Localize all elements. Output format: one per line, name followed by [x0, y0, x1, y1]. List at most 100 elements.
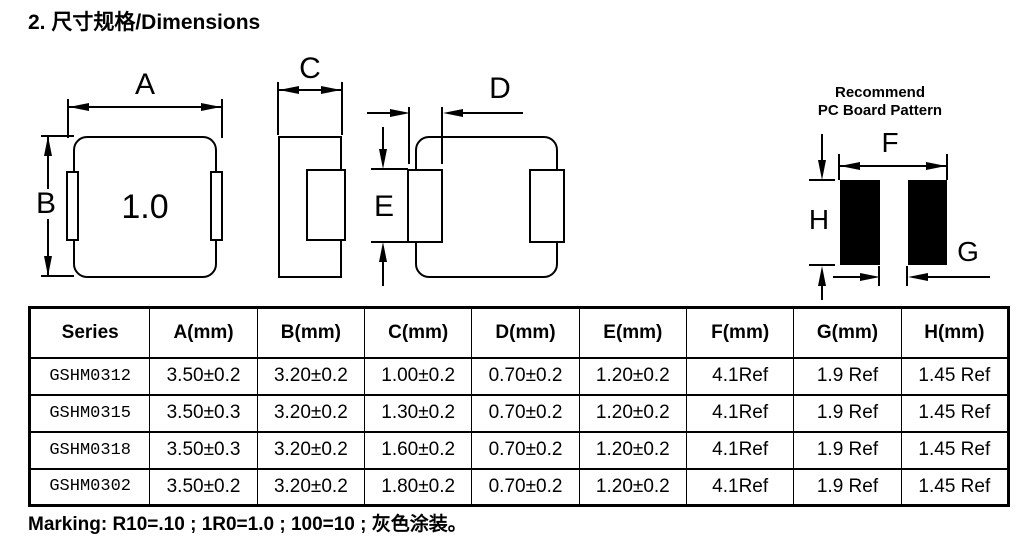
value-cell: 1.00±0.2: [364, 356, 473, 396]
col-header-e: E(mm): [578, 306, 688, 359]
dim-arrow: [44, 136, 52, 156]
dimensions-table: Series A(mm) B(mm) C(mm) D(mm) E(mm) F(m…: [28, 306, 1010, 507]
dim-ext-line: [341, 82, 343, 135]
table-row: GSHM0318 3.50±0.3 3.20±0.2 1.60±0.2 0.70…: [28, 430, 1010, 470]
dim-arrow: [443, 109, 463, 117]
marking-note: Marking: R10=.10 ; 1R0=1.0 ; 100=10 ; 灰色…: [28, 514, 467, 535]
dim-ext-line: [408, 107, 410, 164]
value-cell: 1.9 Ref: [793, 393, 902, 433]
value-cell: 4.1Ref: [685, 467, 795, 507]
col-header-f: F(mm): [685, 306, 795, 359]
dim-line: [463, 112, 523, 114]
series-cell: GSHM0318: [28, 430, 151, 470]
value-cell: 1.80±0.2: [364, 467, 473, 507]
terminal-side-view: [306, 169, 346, 241]
value-cell: 3.50±0.2: [149, 467, 258, 507]
dim-line: [382, 262, 384, 286]
col-header-d: D(mm): [471, 306, 580, 359]
dim-line: [821, 286, 823, 300]
value-cell: 1.45 Ref: [900, 356, 1010, 396]
dim-arrow: [379, 242, 387, 262]
dim-arrow: [44, 256, 52, 276]
dim-arrow: [818, 266, 826, 286]
solder-pad-left: [840, 180, 880, 265]
value-cell: 0.70±0.2: [471, 430, 580, 470]
value-cell: 0.70±0.2: [471, 356, 580, 396]
dim-line: [279, 89, 341, 91]
series-cell: GSHM0302: [28, 467, 151, 507]
dim-a-label: A: [134, 68, 155, 101]
dim-ext-line: [41, 275, 74, 277]
value-cell: 3.50±0.2: [149, 356, 258, 396]
dim-arrow: [279, 86, 299, 94]
dim-line: [69, 106, 221, 108]
dim-line: [382, 127, 384, 151]
value-cell: 4.1Ref: [685, 393, 795, 433]
dim-ext-line: [838, 154, 840, 180]
dim-g-label: G: [957, 236, 979, 267]
dim-tick: [371, 241, 408, 243]
value-cell: 1.20±0.2: [578, 356, 688, 396]
terminal-pad-left: [407, 169, 443, 243]
value-cell: 3.50±0.3: [149, 430, 258, 470]
dim-line: [840, 165, 946, 167]
value-cell: 4.1Ref: [685, 356, 795, 396]
value-cell: 1.60±0.2: [364, 430, 473, 470]
dim-tick: [371, 168, 408, 170]
dim-ext-line: [67, 99, 69, 138]
dim-f-label: F: [881, 127, 899, 158]
dim-d-label: D: [489, 72, 511, 105]
col-header-a: A(mm): [149, 306, 258, 359]
value-cell: 1.45 Ref: [900, 393, 1010, 433]
dim-arrow: [379, 149, 387, 169]
dim-arrow: [840, 162, 860, 170]
section-title: 2. 尺寸规格/Dimensions: [28, 11, 261, 34]
col-header-g: G(mm): [793, 306, 902, 359]
value-cell: 1.45 Ref: [900, 467, 1010, 507]
terminal-tab-left: [66, 171, 79, 241]
series-cell: GSHM0315: [28, 393, 151, 433]
value-cell: 1.9 Ref: [793, 430, 902, 470]
value-cell: 4.1Ref: [685, 430, 795, 470]
col-header-h: H(mm): [900, 306, 1010, 359]
col-header-c: C(mm): [364, 306, 473, 359]
pcb-title-line1: Recommend: [834, 84, 926, 101]
value-cell: 3.50±0.3: [149, 393, 258, 433]
dim-ext-line: [946, 154, 948, 180]
value-cell: 1.9 Ref: [793, 356, 902, 396]
value-cell: 3.20±0.2: [256, 356, 366, 396]
dim-b-label: B: [31, 189, 61, 219]
series-cell: GSHM0312: [28, 356, 151, 396]
dim-line: [833, 276, 861, 278]
dim-arrow: [390, 109, 410, 117]
col-header-series: Series: [28, 306, 151, 359]
dim-arrow: [926, 162, 946, 170]
dim-ext-line: [906, 266, 908, 286]
pcb-title-line2: PC Board Pattern: [817, 102, 943, 119]
value-cell: 3.20±0.2: [256, 393, 366, 433]
part-marking-text: 1.0: [121, 187, 169, 226]
pcb-pattern-title: Recommend PC Board Pattern: [778, 84, 982, 120]
dim-ext-line: [221, 99, 223, 138]
table-header-row: Series A(mm) B(mm) C(mm) D(mm) E(mm) F(m…: [28, 306, 1010, 359]
dim-arrow: [860, 273, 880, 281]
dim-arrow: [908, 273, 928, 281]
dim-ext-line: [441, 107, 443, 164]
value-cell: 0.70±0.2: [471, 393, 580, 433]
terminal-pad-right: [529, 169, 565, 243]
value-cell: 1.45 Ref: [900, 430, 1010, 470]
value-cell: 1.20±0.2: [578, 467, 688, 507]
table-row: GSHM0315 3.50±0.3 3.20±0.2 1.30±0.2 0.70…: [28, 393, 1010, 433]
col-header-b: B(mm): [256, 306, 366, 359]
value-cell: 0.70±0.2: [471, 467, 580, 507]
dim-line: [367, 112, 390, 114]
dim-line: [928, 276, 990, 278]
component-body-top-view: [73, 136, 217, 278]
dim-line: [821, 134, 823, 162]
value-cell: 1.20±0.2: [578, 430, 688, 470]
dim-c-label: C: [299, 52, 321, 85]
value-cell: 3.20±0.2: [256, 430, 366, 470]
dim-tick: [809, 264, 835, 266]
solder-pad-right: [908, 180, 947, 265]
